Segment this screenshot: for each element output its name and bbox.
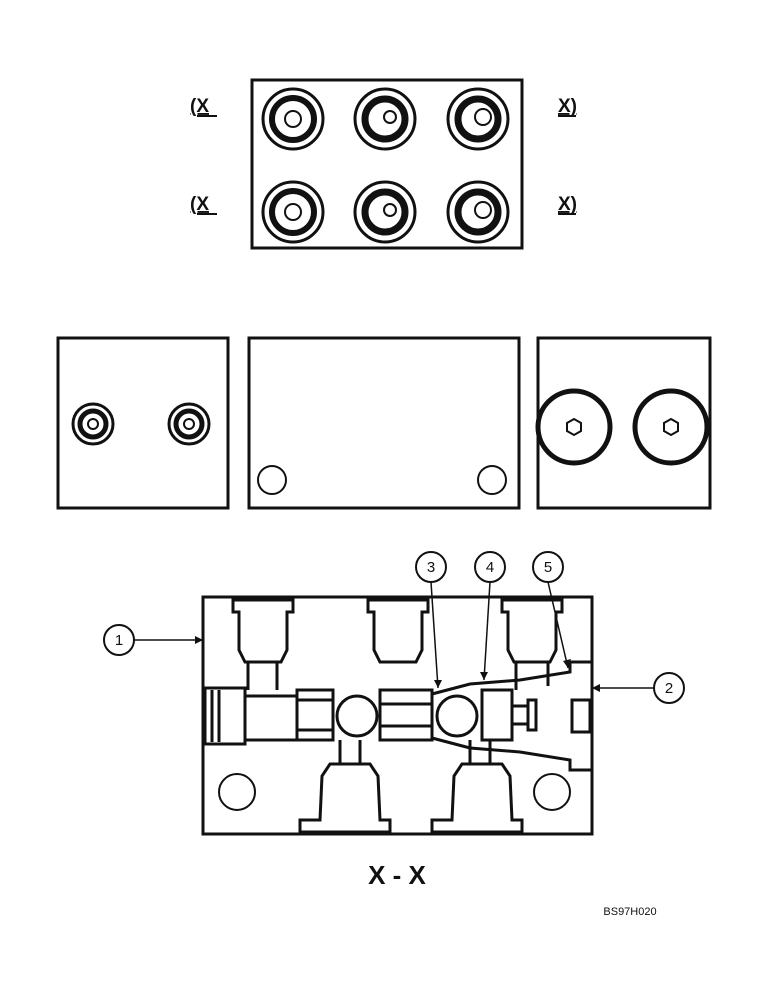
cut-mark-top-left: (X <box>190 96 209 117</box>
top-cartridges <box>231 598 564 690</box>
callout-5-label: 5 <box>544 559 552 576</box>
callout-1: 1 <box>103 624 203 656</box>
cut-mark-top-right: X) <box>558 96 577 117</box>
side-views <box>56 336 712 510</box>
mounting-hole-right <box>533 773 571 811</box>
callout-4: 4 <box>474 551 506 681</box>
left-end-view <box>56 336 230 510</box>
section-label: X - X <box>368 860 426 890</box>
port-4 <box>261 180 325 244</box>
valve-body <box>201 595 594 836</box>
figure-code: BS97H020 <box>603 906 656 918</box>
check-ball-1 <box>335 694 379 738</box>
top-view: (X X) (X X) <box>190 78 577 250</box>
top-view-block <box>250 78 524 250</box>
callout-3-label: 3 <box>427 559 435 576</box>
port-1 <box>261 87 325 151</box>
callout-2: 2 <box>592 672 685 704</box>
callout-3: 3 <box>415 551 447 689</box>
callout-1-label: 1 <box>115 632 123 649</box>
right-end-view <box>535 336 712 510</box>
mounting-hole-left <box>218 773 256 811</box>
callout-5: 5 <box>532 551 571 669</box>
cut-mark-bottom-left: (X <box>190 194 209 215</box>
section-view: 1 2 3 4 5 X - X BS97H020 <box>103 551 685 918</box>
port-3 <box>446 87 510 151</box>
front-view <box>247 336 521 510</box>
port-5 <box>353 180 417 244</box>
check-ball-2 <box>435 694 479 738</box>
bottom-cartridges <box>298 740 524 834</box>
main-passage <box>203 686 538 746</box>
port-6 <box>446 180 510 244</box>
callout-4-label: 4 <box>486 559 494 576</box>
callout-2-label: 2 <box>665 680 673 697</box>
relief-passage <box>431 660 592 772</box>
port-2 <box>353 87 417 151</box>
cut-mark-bottom-right: X) <box>558 194 577 215</box>
